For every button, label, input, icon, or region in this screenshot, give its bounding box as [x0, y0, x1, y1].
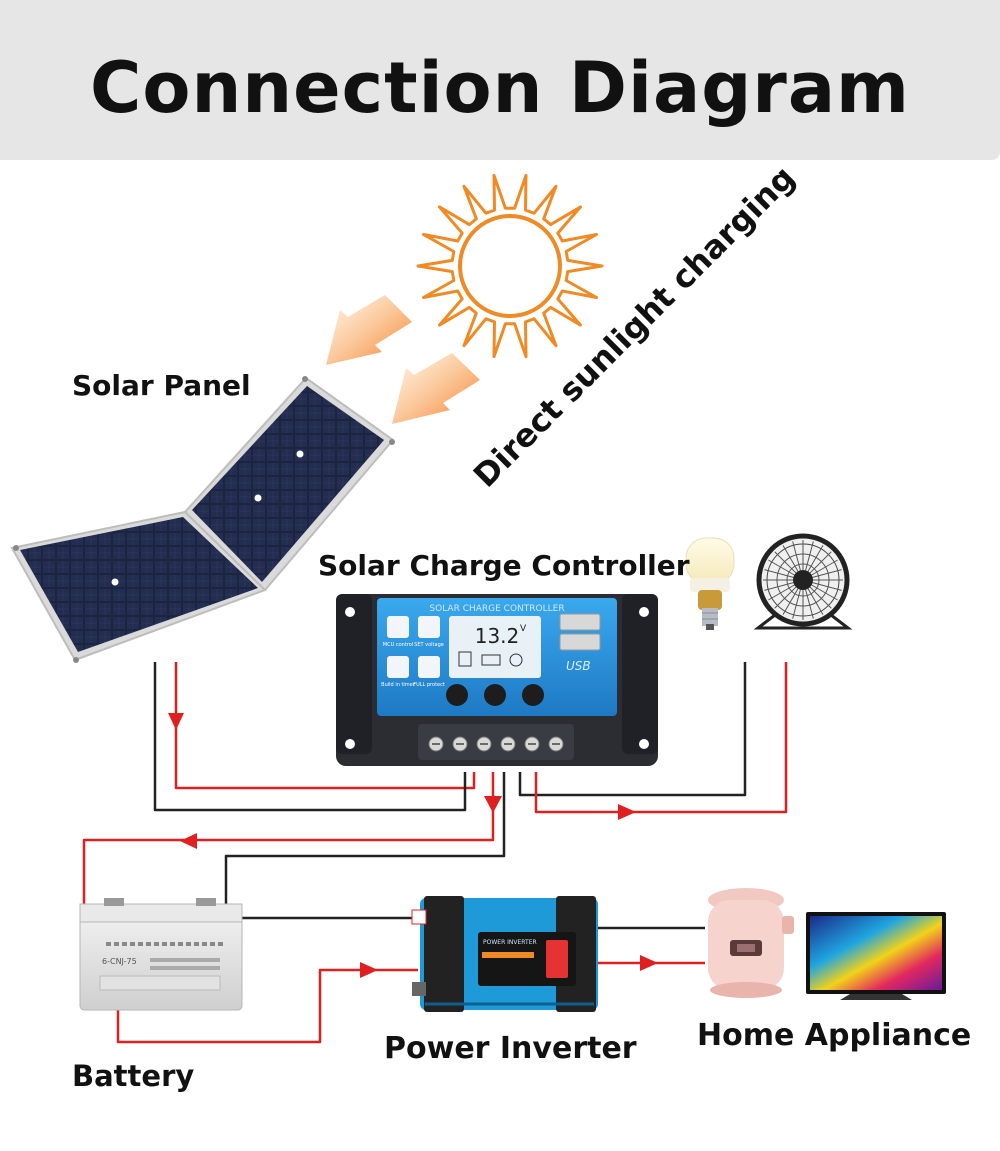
- wire-inverter-positive: [116, 968, 418, 1044]
- controller-header: SOLAR CHARGE CONTROLLER: [429, 604, 564, 614]
- solar-panel-label: Solar Panel: [72, 369, 251, 402]
- television-icon: [806, 912, 946, 1000]
- battery-label: Battery: [72, 1059, 195, 1093]
- current-arrow-icon: [180, 833, 197, 849]
- icon-label: MCU control: [383, 642, 413, 648]
- light-bulb-icon: [685, 537, 735, 630]
- wire-battery-negative: [224, 772, 506, 905]
- current-arrow-icon: [484, 796, 502, 813]
- down-button: [522, 684, 544, 706]
- page-title: Connection Diagram: [90, 47, 910, 129]
- sun-icon: [416, 173, 604, 359]
- inverter-brand: POWER INVERTER: [483, 939, 537, 946]
- home-appliance-label: Home Appliance: [697, 1018, 972, 1053]
- current-arrow-icon: [168, 713, 184, 730]
- battery: 6-CNJ-75: [79, 898, 243, 1011]
- sunlight-arrow: [326, 295, 412, 365]
- current-arrow-icon: [360, 962, 378, 978]
- power-inverter: POWER INVERTER: [411, 896, 598, 1012]
- lcd-unit: V: [520, 624, 527, 634]
- inverter-label: Power Inverter: [384, 1031, 637, 1066]
- rice-cooker-icon: [708, 888, 794, 998]
- wire-load-negative: [518, 662, 747, 797]
- sunlight-arrow: [392, 353, 480, 424]
- wire-battery-positive: [82, 772, 495, 905]
- controller-label: Solar Charge Controller: [318, 549, 690, 582]
- wire-load-positive: [534, 662, 788, 814]
- solar-panel: [10, 376, 395, 663]
- up-button: [484, 684, 506, 706]
- charge-controller: SOLAR CHARGE CONTROLLER MCU control SET …: [336, 594, 658, 766]
- usb-label: USB: [566, 659, 591, 673]
- wire-panel-negative: [153, 662, 467, 812]
- battery-model: 6-CNJ-75: [102, 957, 137, 966]
- current-arrow-icon: [618, 804, 636, 820]
- icon-label: FULL protect: [413, 682, 445, 688]
- fan-icon: [753, 533, 853, 630]
- current-arrow-icon: [640, 955, 658, 971]
- menu-button: [446, 684, 468, 706]
- title-banner: [0, 0, 1000, 160]
- icon-label: SET voltage: [414, 642, 444, 648]
- lcd-voltage: 13.2: [475, 624, 520, 648]
- icon-label: Build in timer: [381, 682, 416, 688]
